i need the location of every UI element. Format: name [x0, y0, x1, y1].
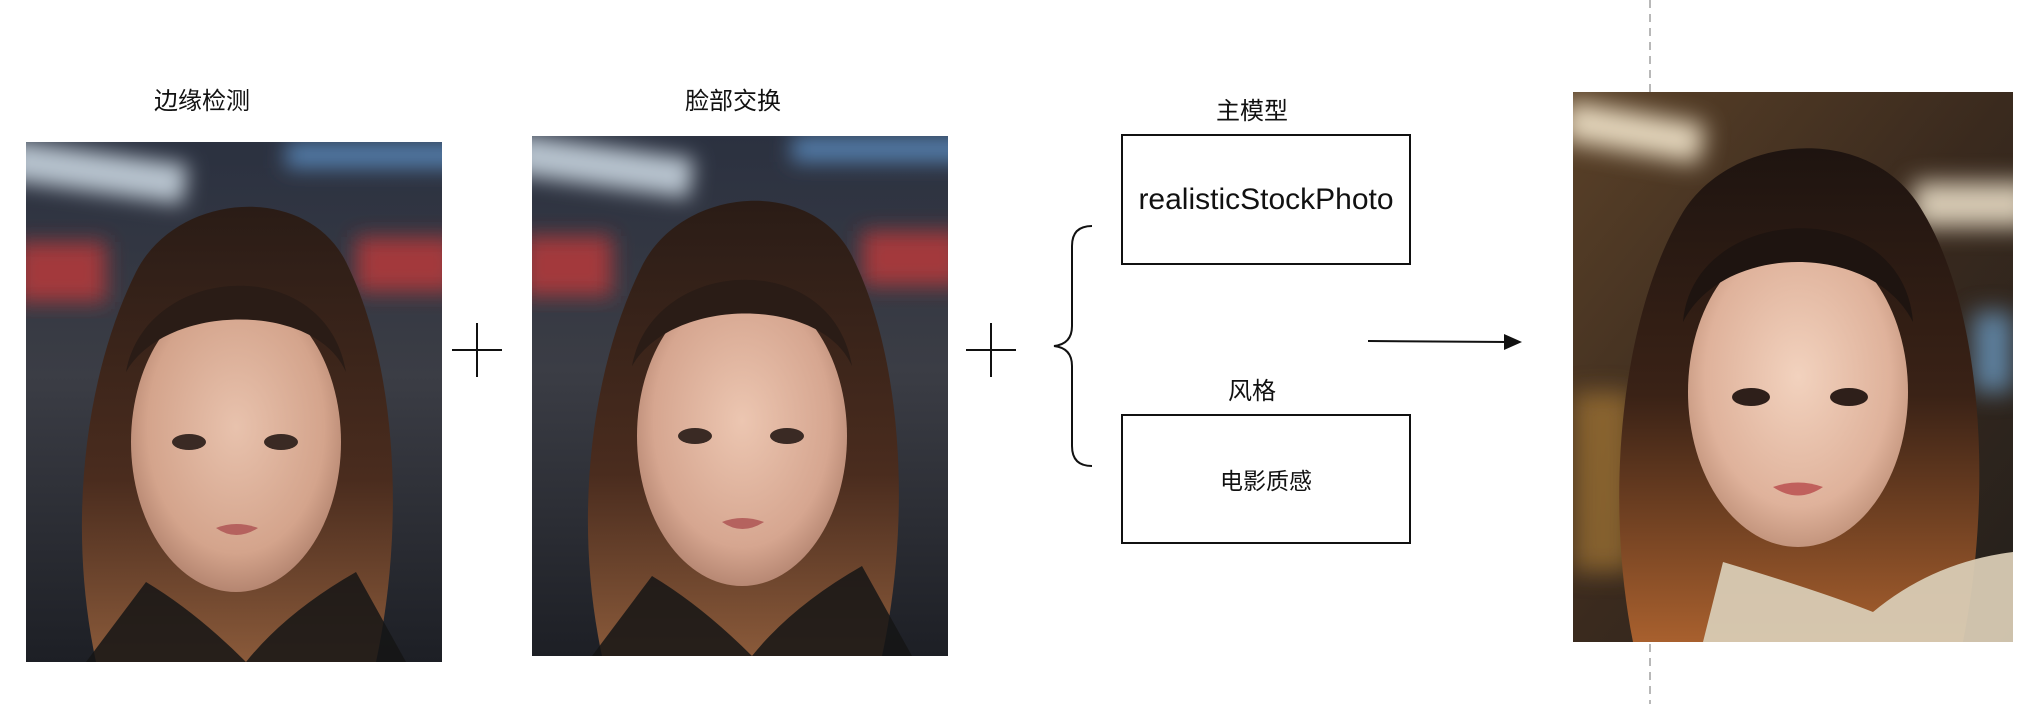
style-label: 风格 [1228, 377, 1276, 405]
output-photo [1573, 92, 2013, 642]
style-value: 电影质感 [1220, 469, 1312, 495]
edge-detection-label: 边缘检测 [154, 87, 250, 115]
right-arrow [1367, 334, 1522, 350]
main-model-box: realisticStockPhoto [1121, 134, 1411, 265]
style-box: 电影质感 [1121, 414, 1411, 544]
edge-detection-photo [26, 142, 442, 662]
plus-icon-2 [966, 323, 1016, 377]
main-model-value: realisticStockPhoto [1138, 182, 1394, 216]
main-model-label: 主模型 [1216, 97, 1288, 125]
face-swap-label: 脸部交换 [685, 87, 781, 115]
face-swap-photo [532, 136, 948, 656]
left-brace [1053, 225, 1093, 467]
